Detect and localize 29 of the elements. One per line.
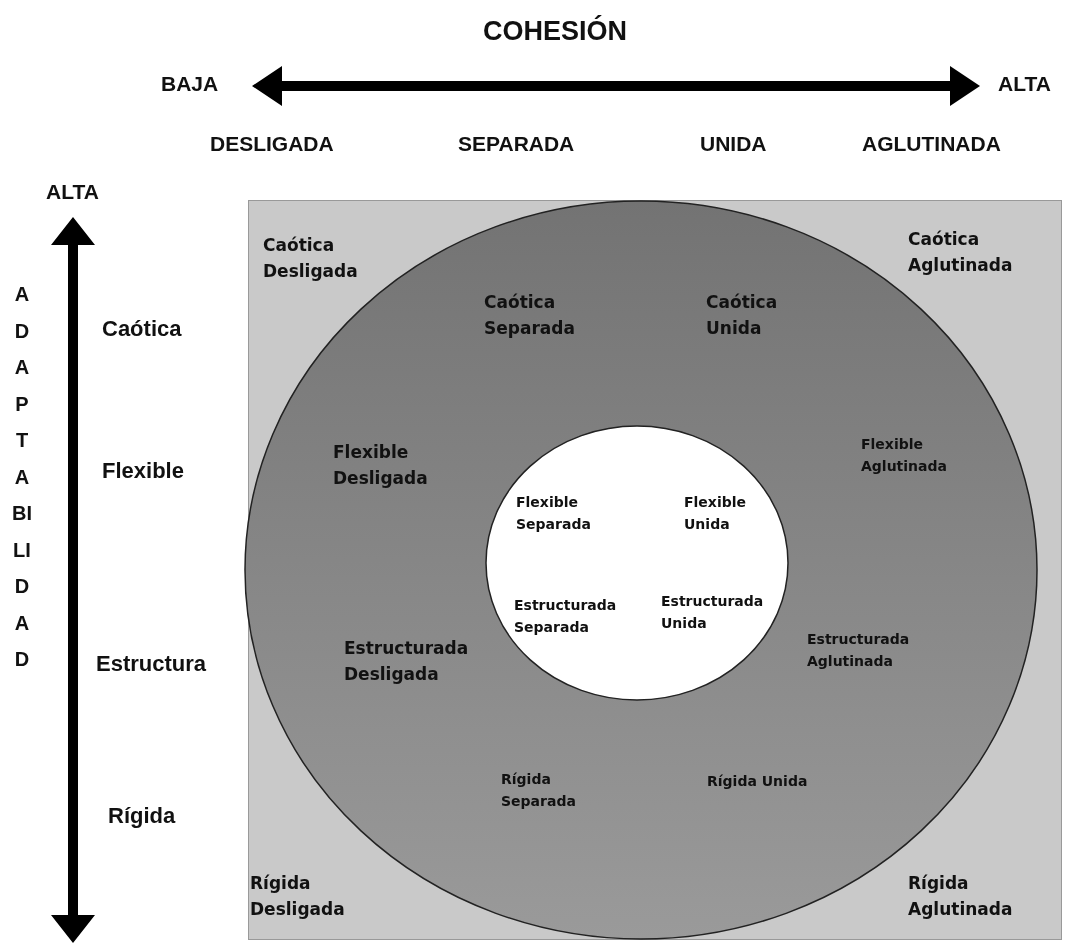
region-label: Flexible Unida bbox=[684, 493, 747, 534]
region-label: Rígida Separada bbox=[501, 770, 577, 811]
row-label: Estructura bbox=[96, 651, 207, 677]
region-label: Estructurada Unida bbox=[661, 592, 765, 633]
region-label: Flexible Aglutinada bbox=[861, 435, 948, 476]
region-label: Rígida Aglutinada bbox=[908, 872, 1014, 922]
region-label: Caótica Desligada bbox=[263, 234, 359, 284]
column-label: SEPARADA bbox=[458, 132, 575, 156]
region-label: Estructurada Separada bbox=[514, 596, 618, 637]
region-label: Caótica Unida bbox=[706, 291, 779, 341]
region-label: Rígida Desligada bbox=[250, 872, 346, 922]
axis-end-label: BAJA bbox=[161, 72, 219, 96]
region-label: Caótica Separada bbox=[484, 291, 576, 341]
axis-title: COHESIÓN bbox=[483, 16, 628, 47]
region-label: Flexible Separada bbox=[516, 493, 592, 534]
axis-title: ADAPTABILIDAD bbox=[12, 282, 32, 672]
axis-end-label: ALTA bbox=[998, 72, 1051, 96]
region-label: Caótica Aglutinada bbox=[908, 228, 1014, 278]
row-label: Flexible bbox=[102, 458, 184, 484]
row-label: Rígida bbox=[108, 803, 176, 829]
column-label: AGLUTINADA bbox=[862, 132, 1001, 156]
region-label: Rígida Unida bbox=[707, 772, 809, 791]
region-label: Estructurada Desligada bbox=[344, 637, 470, 687]
region-label: Flexible Desligada bbox=[333, 441, 429, 491]
column-label: UNIDA bbox=[700, 132, 767, 156]
region-label: Estructurada Aglutinada bbox=[807, 630, 911, 671]
axis-end-label: ALTA bbox=[46, 180, 99, 204]
column-label: DESLIGADA bbox=[210, 132, 334, 156]
row-label: Caótica bbox=[102, 316, 182, 342]
